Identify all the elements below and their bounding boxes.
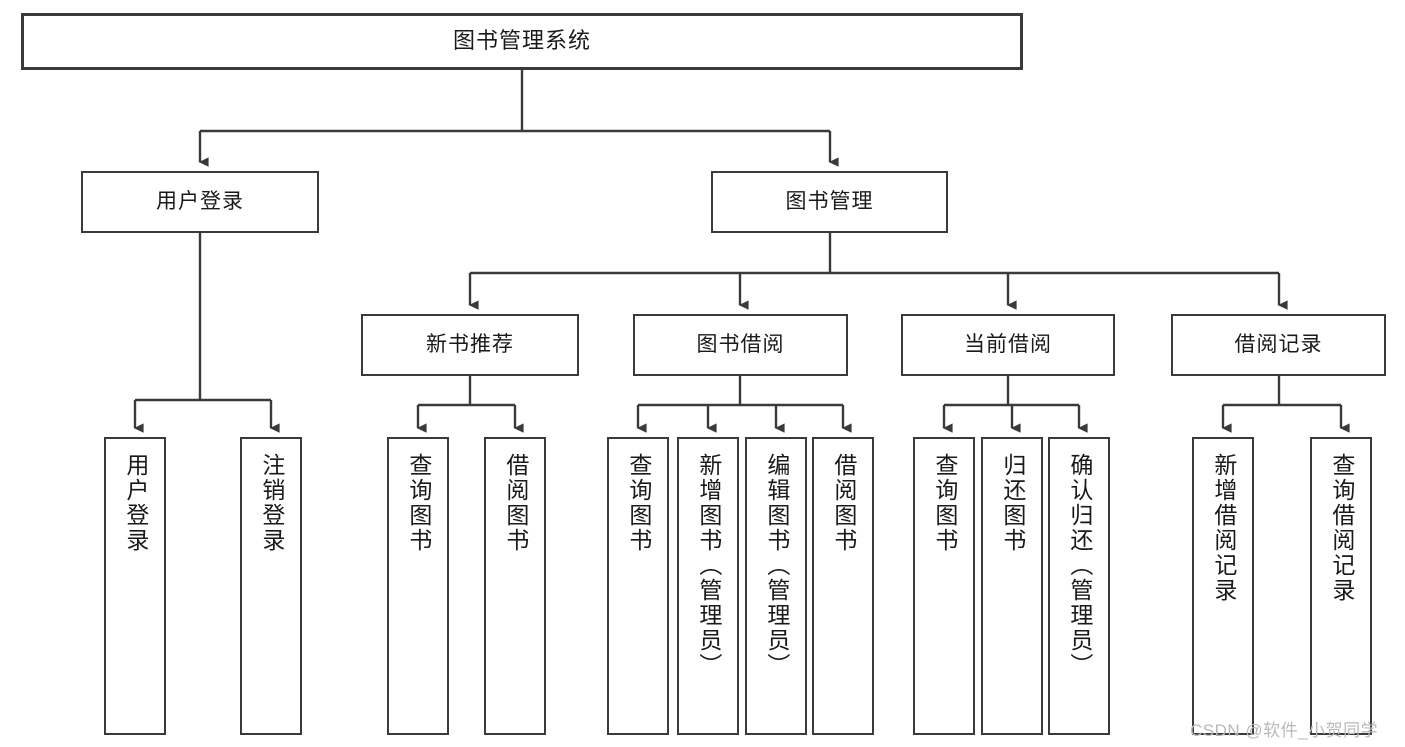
node-leaf-confirm-return[interactable]: 确认归还（管理员） (1048, 437, 1110, 735)
node-book-borrow[interactable]: 图书借阅 (633, 314, 848, 376)
node-leaf-return-book[interactable]: 归还图书 (981, 437, 1043, 735)
node-leaf-borrow-book-recommendation[interactable]: 借阅图书 (484, 437, 546, 735)
node-leaf-add-borrow-record-label: 新增借阅记录 (1210, 453, 1237, 603)
node-current-borrow-label: 当前借阅 (964, 333, 1052, 357)
connector-group-user-login (133, 233, 280, 433)
node-leaf-borrow-book-recommendation-label: 借阅图书 (502, 453, 529, 553)
node-root-label: 图书管理系统 (452, 28, 591, 54)
node-leaf-user-login[interactable]: 用户登录 (104, 437, 166, 735)
node-leaf-borrow-book-label: 借阅图书 (830, 453, 857, 553)
node-leaf-confirm-return-label: 确认归还（管理员） (1066, 453, 1093, 678)
connector-group-root (198, 70, 839, 167)
node-leaf-user-login-label: 用户登录 (122, 453, 149, 553)
connector-group-new-book-rec (416, 376, 524, 433)
node-leaf-user-logout[interactable]: 注销登录 (240, 437, 302, 735)
node-leaf-edit-book-label: 编辑图书（管理员） (763, 453, 790, 678)
node-book-borrow-label: 图书借阅 (696, 333, 785, 357)
node-new-book-recommendation-label: 新书推荐 (426, 333, 514, 357)
node-borrow-record[interactable]: 借阅记录 (1171, 314, 1386, 376)
node-book-manage-label: 图书管理 (785, 190, 874, 214)
node-leaf-query-borrow-record-label: 查询借阅记录 (1328, 453, 1355, 603)
node-root[interactable]: 图书管理系统 (21, 13, 1023, 70)
node-leaf-query-book-recommendation-label: 查询图书 (405, 453, 432, 553)
node-leaf-add-book[interactable]: 新增图书（管理员） (677, 437, 739, 735)
node-leaf-query-book-recommendation[interactable]: 查询图书 (387, 437, 449, 735)
node-leaf-borrow-book[interactable]: 借阅图书 (812, 437, 874, 735)
node-leaf-edit-book[interactable]: 编辑图书（管理员） (745, 437, 807, 735)
node-leaf-add-book-label: 新增图书（管理员） (695, 453, 722, 678)
node-current-borrow[interactable]: 当前借阅 (901, 314, 1115, 376)
node-leaf-user-logout-label: 注销登录 (258, 453, 285, 553)
connector-group-current-borrow (942, 376, 1088, 433)
connector-group-book-manage (468, 233, 1288, 310)
node-user-login[interactable]: 用户登录 (81, 171, 319, 233)
node-leaf-query-book-current[interactable]: 查询图书 (913, 437, 975, 735)
connector-group-borrow-record (1221, 376, 1350, 433)
node-user-login-label: 用户登录 (156, 190, 244, 214)
node-leaf-query-book-borrow[interactable]: 查询图书 (607, 437, 669, 735)
connector-group-book-borrow (636, 376, 852, 433)
node-leaf-query-book-borrow-label: 查询图书 (625, 453, 652, 553)
node-book-manage[interactable]: 图书管理 (711, 171, 948, 233)
node-leaf-return-book-label: 归还图书 (999, 453, 1026, 553)
node-leaf-query-book-current-label: 查询图书 (931, 453, 958, 553)
node-leaf-query-borrow-record[interactable]: 查询借阅记录 (1310, 437, 1372, 735)
node-leaf-add-borrow-record[interactable]: 新增借阅记录 (1192, 437, 1254, 735)
node-new-book-recommendation[interactable]: 新书推荐 (361, 314, 579, 376)
node-borrow-record-label: 借阅记录 (1234, 333, 1323, 357)
